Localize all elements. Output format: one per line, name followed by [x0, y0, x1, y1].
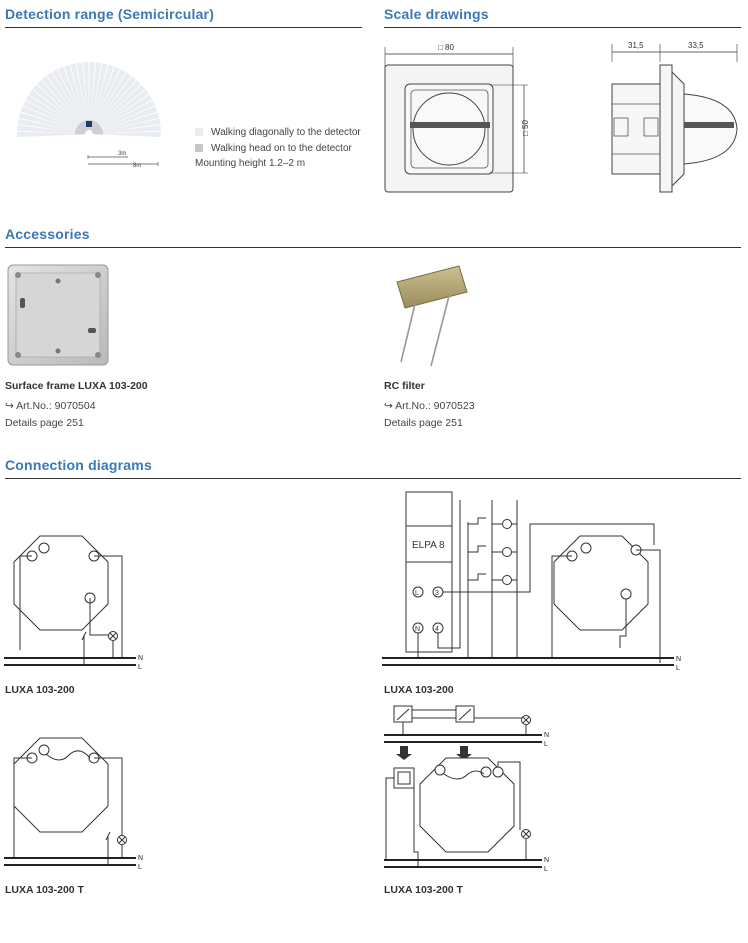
- elpa-label: ELPA 8: [412, 540, 445, 551]
- svg-text:L: L: [544, 741, 548, 748]
- width-dimension-label: □ 80: [438, 43, 455, 52]
- detection-range-diagram: 3m 8m: [17, 62, 161, 169]
- height-dimension-label: □ 50: [521, 119, 530, 136]
- sensor-marker: [86, 121, 92, 127]
- legend-headon-text: Walking head on to the detector: [211, 143, 352, 154]
- connection-caption-4: LUXA 103-200 T: [384, 884, 463, 896]
- svg-text:4: 4: [435, 626, 439, 633]
- detection-rule: [5, 27, 362, 28]
- surface-frame-image: [6, 263, 110, 367]
- scale-drawing-front: □ 80 □ 50: [384, 43, 530, 193]
- accessory-art-0[interactable]: ↪ Art.No.: 9070504: [5, 400, 96, 412]
- depth-b-label: 33,5: [688, 41, 704, 50]
- connection-caption-3: LUXA 103-200 T: [5, 884, 84, 896]
- svg-text:L: L: [676, 665, 680, 672]
- accessory-name-1: RC filter: [384, 380, 425, 392]
- detection-fan-diagonal: [17, 62, 161, 138]
- svg-text:N: N: [415, 626, 420, 633]
- arrow-right-icon: ↪: [5, 400, 14, 412]
- svg-text:N: N: [544, 732, 549, 739]
- connection-caption-1: LUXA 103-200: [5, 684, 75, 696]
- accessories-rule: [5, 247, 741, 248]
- svg-text:L: L: [138, 864, 142, 871]
- accessory-name-0: Surface frame LUXA 103-200: [5, 380, 148, 392]
- connection-diagrams-title: Connection diagrams: [5, 457, 152, 473]
- svg-text:3: 3: [435, 590, 439, 597]
- scale-8m-label: 8m: [133, 163, 141, 169]
- connection-diagram-1: N L: [4, 535, 143, 671]
- connection-diagram-4: N L N L: [384, 705, 549, 873]
- svg-text:N: N: [676, 656, 681, 663]
- scale-drawing-side: 31,5 33,5: [611, 41, 738, 193]
- detection-range-title: Detection range (Semicircular): [5, 6, 215, 22]
- connection-diagram-2: ELPA 8 L 3 N 4 N L: [382, 491, 681, 672]
- accessory-details-0: Details page 251: [5, 417, 84, 429]
- arrow-down-icon: [396, 746, 412, 760]
- accessory-details-1: Details page 251: [384, 417, 463, 429]
- svg-text:N: N: [138, 655, 143, 662]
- svg-text:L: L: [415, 590, 419, 597]
- arrow-right-icon: ↪: [384, 400, 393, 412]
- svg-text:L: L: [138, 664, 142, 671]
- svg-text:N: N: [138, 855, 143, 862]
- connection-diagram-3: N L: [4, 737, 143, 871]
- svg-text:L: L: [544, 866, 548, 873]
- legend-swatch-headon: [195, 144, 203, 152]
- rc-filter-image: [385, 258, 475, 370]
- legend-swatch-diagonal: [195, 128, 203, 136]
- arrow-down-icon: [456, 746, 472, 760]
- scale-rule: [384, 27, 741, 28]
- connection-caption-2: LUXA 103-200: [384, 684, 454, 696]
- scale-3m-label: 3m: [118, 151, 126, 157]
- connection-rule: [5, 478, 741, 479]
- accessory-art-1[interactable]: ↪ Art.No.: 9070523: [384, 400, 475, 412]
- svg-text:N: N: [544, 857, 549, 864]
- legend-diagonal-text: Walking diagonally to the detector: [211, 127, 361, 138]
- depth-a-label: 31,5: [628, 41, 644, 50]
- scale-drawings-title: Scale drawings: [384, 6, 489, 22]
- mounting-height-text: Mounting height 1.2–2 m: [195, 158, 306, 169]
- accessories-title: Accessories: [5, 226, 90, 242]
